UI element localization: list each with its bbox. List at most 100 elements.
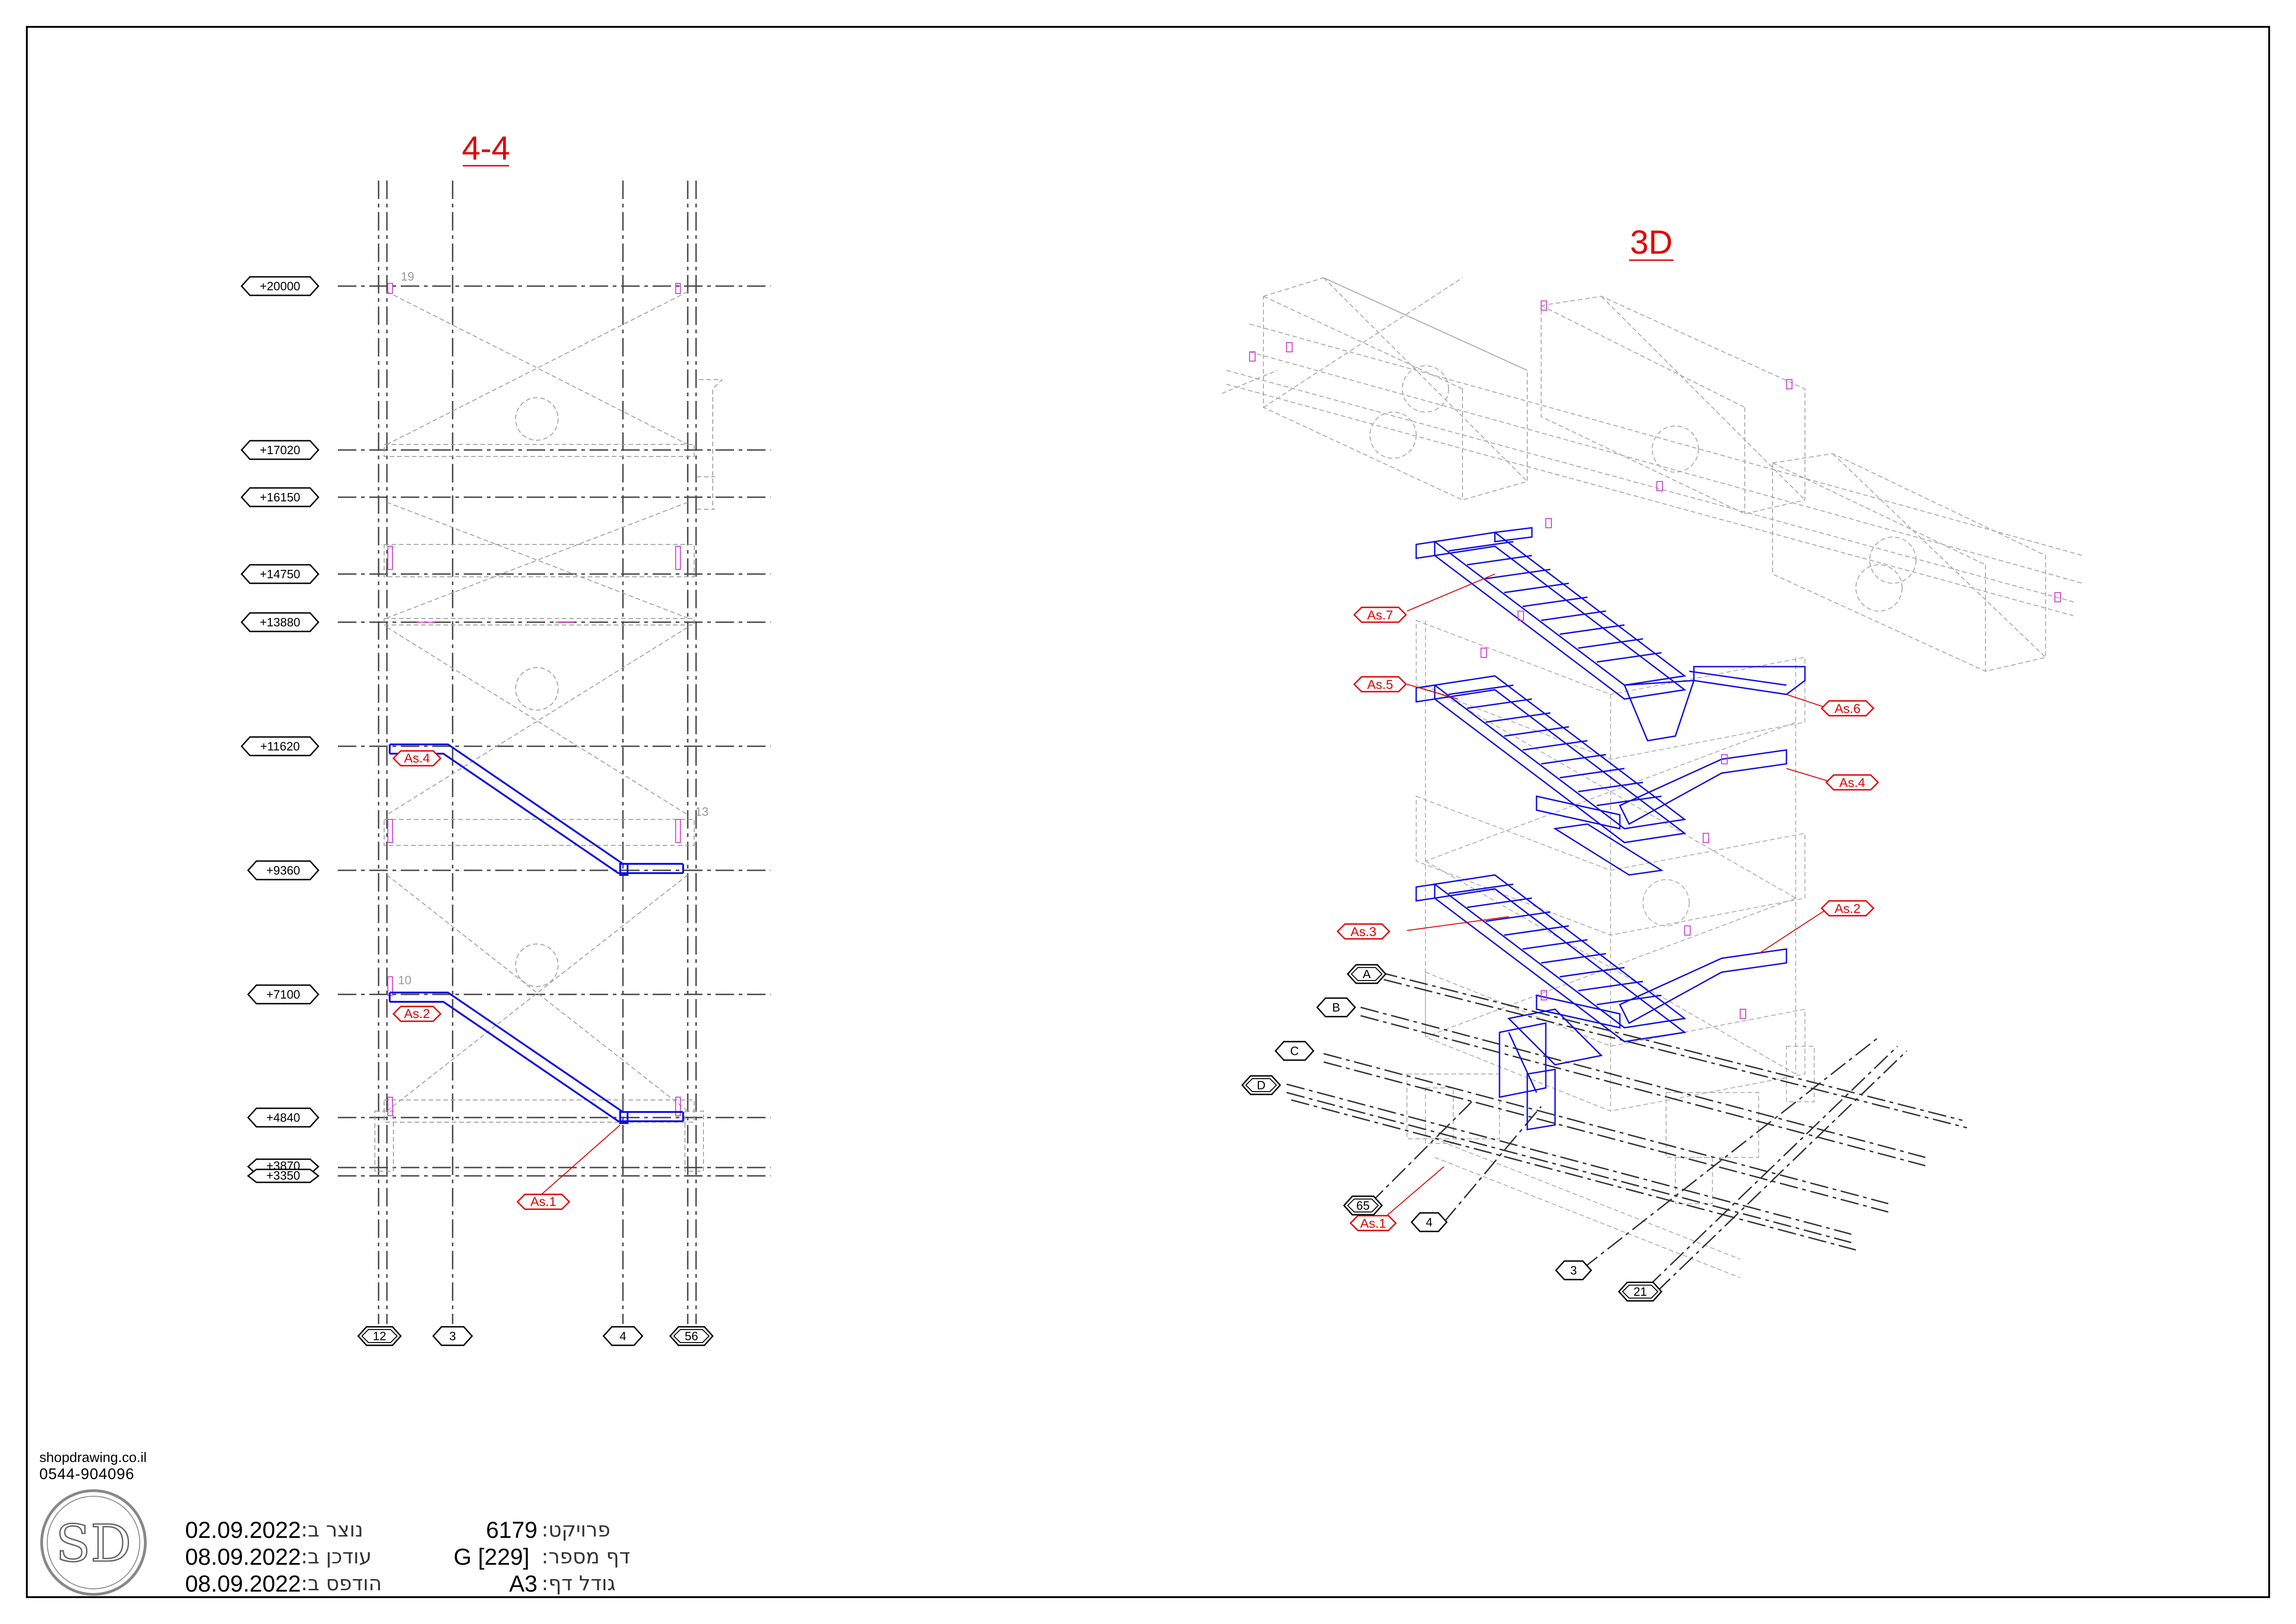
svg-text:+3350: +3350 xyxy=(266,1168,300,1182)
company-website[interactable]: shopdrawing.co.il xyxy=(39,1450,147,1465)
mark-13: 13 xyxy=(695,805,709,818)
axis-bubble: A xyxy=(1346,964,1387,984)
section-axis-bubbles: 12 3 4 56 xyxy=(357,1326,714,1346)
svg-text:21: 21 xyxy=(1634,1285,1647,1299)
svg-text:As.2: As.2 xyxy=(404,1006,430,1021)
svg-text:3: 3 xyxy=(449,1329,456,1343)
floor-frames xyxy=(1406,619,1815,1278)
svg-text:As.1: As.1 xyxy=(1360,1216,1386,1230)
elevation-tag: +7100 xyxy=(247,984,320,1005)
svg-text:As.3: As.3 xyxy=(1350,924,1376,939)
company-logo: SD xyxy=(40,1489,147,1596)
section-assembly-tags: As.4 As.2 As.1 xyxy=(392,750,621,1210)
created-date: 02.09.2022 xyxy=(185,1517,301,1543)
svg-text:+20000: +20000 xyxy=(260,279,300,293)
svg-text:4: 4 xyxy=(620,1329,626,1343)
elevation-tag: +13880 xyxy=(240,612,320,632)
svg-text:3: 3 xyxy=(1570,1263,1577,1277)
project-label: :פרויקט xyxy=(541,1518,610,1542)
section-title: 4-4 xyxy=(462,130,510,167)
sheet-frame xyxy=(26,26,2270,1598)
axis-bubble: 4 xyxy=(1410,1212,1448,1232)
sheet-number: G [229] xyxy=(454,1544,529,1570)
axis-bubble: B xyxy=(1316,997,1356,1018)
section-stair-lower xyxy=(389,992,684,1124)
assembly-tag: As.2 xyxy=(1758,900,1875,954)
svg-text:+4840: +4840 xyxy=(266,1111,300,1124)
assembly-tag: As.4 xyxy=(392,750,442,767)
svg-text:B: B xyxy=(1332,1000,1340,1014)
elevation-tag: +16150 xyxy=(240,487,320,507)
axis-bubble: 56 xyxy=(669,1326,714,1346)
section-axis-lines xyxy=(378,181,697,1324)
stair-flight-middle xyxy=(1415,675,1787,876)
svg-text:12: 12 xyxy=(373,1329,386,1343)
section-level-lines xyxy=(338,285,771,1177)
elevation-tag: +3350 xyxy=(247,1168,320,1183)
sheet-number-label: :דף מספר xyxy=(541,1545,630,1568)
sheet-size-label: :גודל דף xyxy=(541,1572,616,1595)
view-3d: 3D xyxy=(1221,224,2083,1302)
updated-date: 08.09.2022 xyxy=(185,1544,301,1570)
assembly-tag: As.1 xyxy=(1349,1166,1444,1231)
printed-label: :הודפס ב xyxy=(301,1572,382,1595)
svg-text:+14750: +14750 xyxy=(260,567,300,581)
svg-text:+16150: +16150 xyxy=(260,490,300,504)
section-bolt-markers xyxy=(387,283,681,1116)
section-gray-structure xyxy=(374,291,723,1172)
sheet-size: A3 xyxy=(509,1571,538,1597)
3d-axis-bubbles: A B C D 65 4 xyxy=(1241,964,1663,1302)
3d-assembly-tags: As.7 As.5 As.3 As.6 As.4 xyxy=(1336,574,1879,1231)
svg-text:+7100: +7100 xyxy=(266,987,300,1001)
svg-text:As.4: As.4 xyxy=(1839,775,1865,790)
stair-flight-upper xyxy=(1415,527,1806,742)
svg-text:+11620: +11620 xyxy=(260,739,300,753)
svg-text:D: D xyxy=(1257,1078,1266,1092)
svg-text:+9360: +9360 xyxy=(266,863,300,877)
truss-structure xyxy=(1221,277,2083,672)
svg-text:C: C xyxy=(1290,1044,1299,1058)
elevation-tag: +11620 xyxy=(240,736,320,756)
updated-label: :עודכן ב xyxy=(301,1545,372,1568)
created-label: :נוצר ב xyxy=(301,1518,363,1542)
axis-bubble: 12 xyxy=(357,1326,402,1346)
svg-text:4: 4 xyxy=(1426,1215,1432,1229)
axis-bubble: D xyxy=(1241,1075,1282,1095)
assembly-tag: As.6 xyxy=(1786,694,1875,717)
svg-text:65: 65 xyxy=(1356,1199,1370,1212)
3d-bolt-markers xyxy=(1249,300,2061,1019)
view-title: 3D xyxy=(1630,224,1673,261)
elevation-tag: +17020 xyxy=(240,440,320,460)
svg-text:As.7: As.7 xyxy=(1367,608,1393,622)
svg-text:As.4: As.4 xyxy=(404,751,430,765)
axis-bubble: 4 xyxy=(602,1326,644,1346)
axis-bubble: 65 xyxy=(1343,1195,1383,1216)
mark-10: 10 xyxy=(398,973,411,987)
svg-text:As.5: As.5 xyxy=(1367,677,1393,692)
elevation-tag: +9360 xyxy=(247,860,320,881)
axis-bubble: C xyxy=(1274,1041,1315,1061)
axis-bubble: 21 xyxy=(1618,1281,1663,1302)
elevation-tags: +20000 +17020 +16150 +14750 +13880 +1162… xyxy=(240,276,320,1183)
svg-text:56: 56 xyxy=(685,1329,698,1343)
project-number: 6179 xyxy=(486,1517,538,1543)
section-4-4: 4-4 xyxy=(240,130,771,1346)
axis-bubble: 3 xyxy=(1555,1260,1593,1280)
assembly-tag: As.2 xyxy=(392,1006,442,1022)
assembly-tag: As.3 xyxy=(1336,916,1509,940)
svg-text:A: A xyxy=(1363,967,1371,981)
assembly-tag: As.7 xyxy=(1353,574,1495,623)
svg-text:As.1: As.1 xyxy=(530,1194,556,1209)
elevation-tag: +4840 xyxy=(247,1107,320,1128)
company-phone: 0544-904096 xyxy=(39,1465,135,1482)
assembly-tag: As.1 xyxy=(516,1124,621,1210)
ground-grid-lines xyxy=(1286,971,1967,1293)
svg-text:As.2: As.2 xyxy=(1835,901,1860,916)
svg-text:+17020: +17020 xyxy=(260,443,300,457)
elevation-tag: +20000 xyxy=(240,276,320,296)
stair-flight-lower xyxy=(1415,874,1787,1131)
svg-text:SD: SD xyxy=(56,1514,131,1573)
printed-date: 08.09.2022 xyxy=(185,1571,301,1597)
assembly-tag: As.5 xyxy=(1353,676,1458,700)
